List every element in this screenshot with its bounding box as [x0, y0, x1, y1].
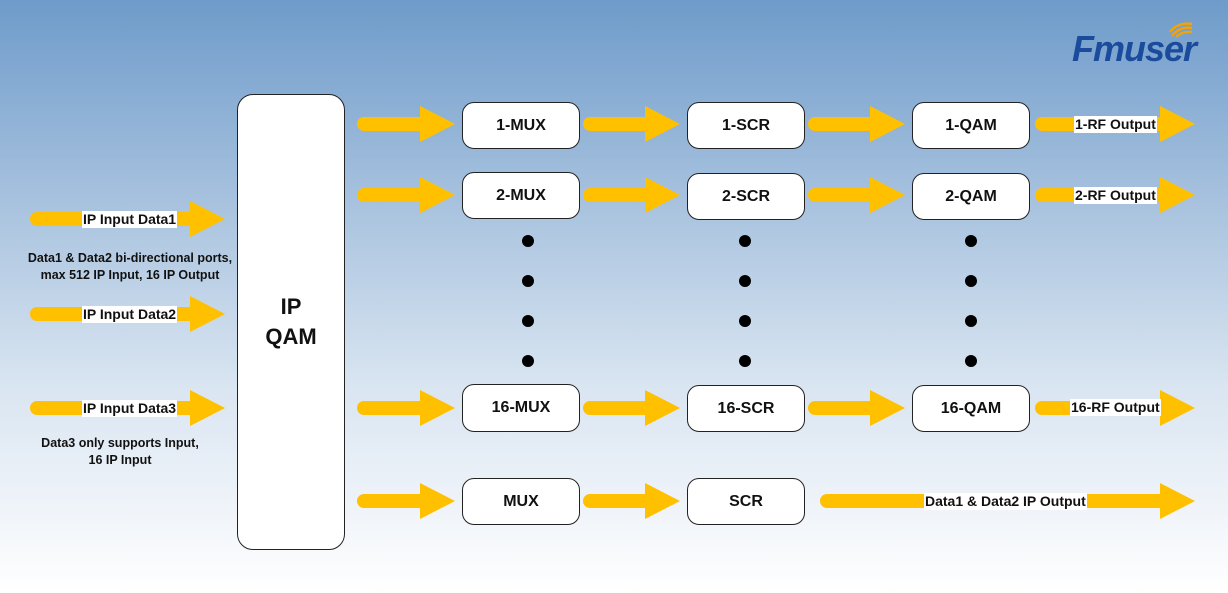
ellipsis-dot: [965, 315, 977, 327]
fmuser-logo: Fmuser: [1072, 22, 1197, 70]
ellipsis-dot: [965, 235, 977, 247]
scr-box-1: 1-SCR: [687, 102, 805, 149]
scr-box-2: 2-SCR: [687, 173, 805, 220]
ellipsis-dot: [522, 275, 534, 287]
ellipsis-dot: [739, 235, 751, 247]
ellipsis-dot: [739, 315, 751, 327]
arrow-to-scr: [583, 483, 680, 519]
arrow-to-qam: [808, 177, 905, 213]
mux-box-16: 16-MUX: [462, 384, 580, 432]
qam-box-16: 16-QAM: [912, 385, 1030, 432]
arrow-to-mux: [357, 390, 455, 426]
arrow-to-scr: [583, 106, 680, 142]
note-data12: Data1 & Data2 bi-directional ports, max …: [10, 250, 250, 284]
ip-qam-line2: QAM: [265, 324, 317, 349]
note-data3: Data3 only supports Input, 16 IP Input: [0, 435, 240, 469]
scr-box-16: 16-SCR: [687, 385, 805, 432]
mux-box-ip: MUX: [462, 478, 580, 525]
ellipsis-dot: [965, 275, 977, 287]
input-label-data3: IP Input Data3: [82, 400, 178, 417]
scr-box-ip: SCR: [687, 478, 805, 525]
arrow-to-qam: [808, 106, 905, 142]
arrow-to-mux: [357, 106, 455, 142]
note-line: 16 IP Input: [88, 453, 152, 467]
note-line: max 512 IP Input, 16 IP Output: [40, 268, 220, 282]
arrow-to-scr: [583, 390, 680, 426]
output-label-2: 2-RF Output: [1074, 187, 1157, 204]
input-label-data1: IP Input Data1: [82, 211, 178, 228]
note-line: Data1 & Data2 bi-directional ports,: [27, 251, 233, 265]
ellipsis-dot: [965, 355, 977, 367]
ellipsis-dot: [739, 355, 751, 367]
mux-box-1: 1-MUX: [462, 102, 580, 149]
ellipsis-dot: [522, 355, 534, 367]
ellipsis-dot: [522, 235, 534, 247]
arrow-to-scr: [583, 177, 680, 213]
qam-box-1: 1-QAM: [912, 102, 1030, 149]
output-label-ip: Data1 & Data2 IP Output: [924, 493, 1087, 510]
arrow-to-mux: [357, 177, 455, 213]
arrow-to-mux: [357, 483, 455, 519]
output-label-16: 16-RF Output: [1070, 399, 1161, 416]
signal-waves-icon: [1169, 22, 1193, 38]
output-label-1: 1-RF Output: [1074, 116, 1157, 133]
arrow-to-qam: [808, 390, 905, 426]
ellipsis-dot: [739, 275, 751, 287]
qam-box-2: 2-QAM: [912, 173, 1030, 220]
note-line: Data3 only supports Input,: [41, 436, 199, 450]
input-label-data2: IP Input Data2: [82, 306, 178, 323]
ip-qam-line1: IP: [280, 294, 302, 319]
ellipsis-dot: [522, 315, 534, 327]
ip-qam-block: IP QAM: [237, 94, 345, 550]
mux-box-2: 2-MUX: [462, 172, 580, 219]
